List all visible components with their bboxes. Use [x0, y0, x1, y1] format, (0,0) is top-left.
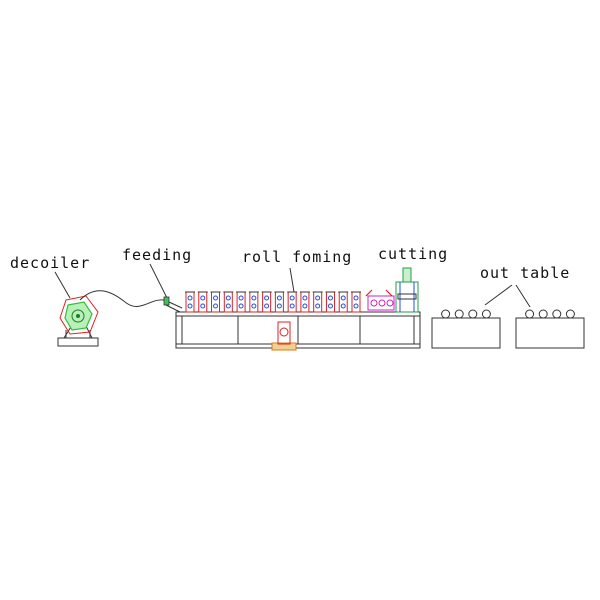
label-roll-forming: roll foming — [242, 248, 352, 266]
out-table-1 — [431, 317, 501, 349]
label-cutting: cutting — [378, 245, 448, 263]
forming-station — [223, 291, 234, 313]
forming-station — [351, 291, 361, 313]
label-decoiler: decoiler — [10, 254, 90, 272]
cutting-unit — [365, 267, 419, 313]
feeding-guide — [163, 296, 183, 313]
decoiler-machine — [57, 295, 99, 347]
out-table-2-roller — [538, 309, 548, 319]
forming-station — [248, 291, 259, 313]
decoiler-hub — [71, 309, 85, 323]
leader-feeding — [149, 263, 169, 301]
forming-station — [261, 291, 272, 313]
frame-body — [175, 311, 421, 349]
leader-out-table-1 — [484, 284, 513, 306]
label-out-table: out table — [480, 264, 570, 282]
forming-stations — [185, 291, 361, 313]
forming-station — [338, 291, 349, 313]
forming-station — [312, 291, 323, 313]
forming-station — [299, 291, 310, 313]
out-table-1-roller — [468, 309, 478, 319]
forming-station — [325, 291, 336, 313]
forming-station — [274, 291, 285, 313]
out-table-2-roller — [552, 309, 562, 319]
forming-station — [210, 291, 221, 313]
forming-station — [197, 291, 208, 313]
cutter-die — [367, 295, 395, 311]
roll-forming-frame — [175, 311, 421, 349]
out-table-1-roller — [441, 309, 451, 319]
out-table-2 — [515, 317, 585, 349]
cutter-press — [395, 281, 419, 313]
out-table-2-roller — [565, 309, 575, 319]
decoiler-base — [57, 337, 99, 347]
leader-roll-forming — [289, 267, 295, 293]
forming-station — [287, 291, 298, 313]
leader-lines — [54, 263, 531, 308]
leader-decoiler — [54, 271, 71, 299]
out-tables — [431, 309, 585, 349]
decoiler-coil-outline — [59, 295, 99, 335]
out-table-1-roller — [454, 309, 464, 319]
out-table-2-roller — [525, 309, 535, 319]
label-feeding: feeding — [122, 246, 192, 264]
forming-station — [236, 291, 247, 313]
cutter-cylinder — [402, 267, 412, 283]
out-table-1-roller — [481, 309, 491, 319]
drive-motor — [271, 321, 297, 351]
forming-station — [185, 291, 195, 313]
steel-strip — [79, 290, 165, 307]
leader-out-table-2 — [515, 284, 531, 308]
